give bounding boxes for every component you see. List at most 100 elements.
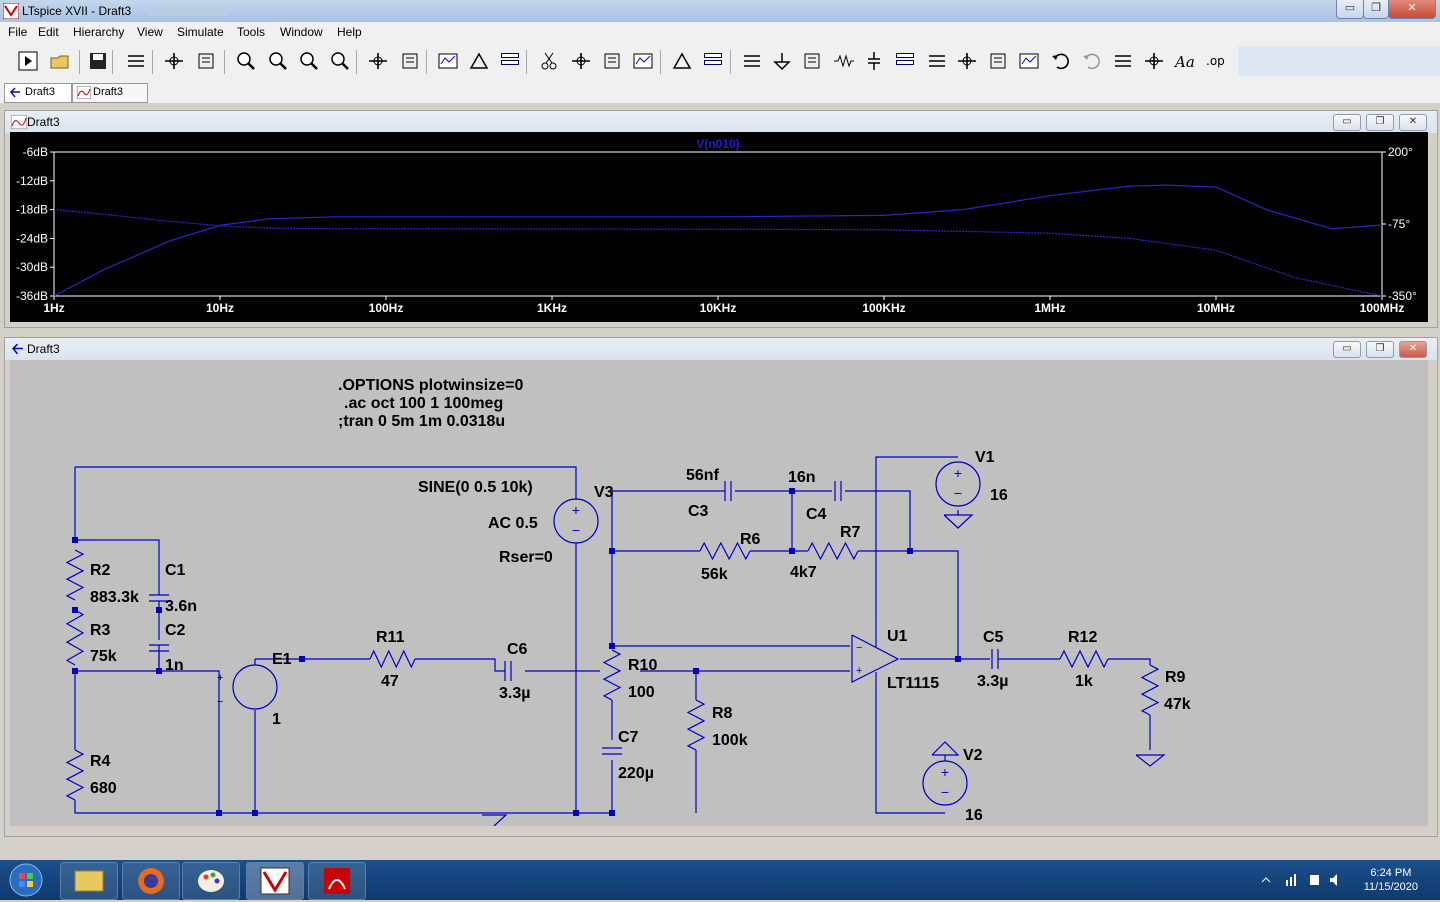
schematic-maximize-button[interactable]: ❐ (1366, 341, 1394, 358)
firefox-icon[interactable] (122, 862, 180, 900)
save-icon[interactable] (86, 50, 110, 72)
drag-icon[interactable] (1017, 50, 1041, 72)
component-label-r11v[interactable]: 47 (381, 673, 399, 690)
start-orb-icon[interactable] (4, 861, 48, 899)
component-label-v2v[interactable]: 16 (965, 807, 983, 824)
component-label-c5[interactable]: C5 (983, 629, 1004, 646)
minimize-button[interactable]: ▭ (1336, 0, 1364, 19)
print-icon[interactable] (670, 50, 694, 72)
waveform-icon[interactable] (398, 50, 422, 72)
menu-hierarchy[interactable]: Hierarchy (73, 25, 125, 39)
component-label-u1[interactable]: U1 (887, 628, 908, 645)
paste-icon[interactable] (600, 50, 624, 72)
text-icon[interactable]: Aa (1173, 50, 1197, 72)
cut-icon[interactable] (537, 50, 561, 72)
component-label-c5v[interactable]: 3.3µ (977, 673, 1008, 690)
component-label-c7v[interactable]: 220µ (618, 765, 654, 782)
component-label-e1v[interactable]: 1 (272, 711, 281, 728)
menu-simulate[interactable]: Simulate (177, 25, 224, 39)
component-label-c6[interactable]: C6 (507, 641, 528, 658)
copy-icon[interactable] (569, 50, 593, 72)
component-label-c7[interactable]: C7 (618, 729, 639, 746)
acrobat-icon[interactable] (308, 862, 366, 900)
redo-icon[interactable] (1080, 50, 1104, 72)
plot-minimize-button[interactable]: ▭ (1333, 114, 1361, 131)
component-label-r4v[interactable]: 680 (90, 780, 117, 797)
phase-trace[interactable] (53, 209, 1383, 297)
diode-icon[interactable] (925, 50, 949, 72)
capacitor-icon[interactable] (862, 50, 886, 72)
component-label-r6[interactable]: R6 (740, 531, 761, 548)
open-icon[interactable] (48, 50, 72, 72)
component-label-r9v[interactable]: 47k (1164, 696, 1191, 713)
component-label-r3[interactable]: R3 (90, 622, 111, 639)
component-label-r7v[interactable]: 4k7 (790, 564, 817, 581)
spice-directive[interactable]: .ac oct 100 1 100meg (344, 395, 503, 412)
menu-edit[interactable]: Edit (38, 25, 59, 39)
component-label-r2[interactable]: R2 (90, 562, 111, 579)
close-button[interactable]: ✕ (1388, 0, 1436, 19)
ltspice-icon[interactable] (246, 862, 304, 900)
menu-window[interactable]: Window (280, 25, 323, 39)
trace-label[interactable]: V(n010) (696, 137, 739, 151)
component-label-r9[interactable]: R9 (1165, 669, 1186, 686)
paint-icon[interactable] (182, 862, 240, 900)
plot-close-button[interactable]: ✕ (1399, 114, 1427, 131)
resistor-icon[interactable] (832, 50, 856, 72)
bode-plot[interactable]: -6dB-12dB-18dB-24dB-30dB-36dB200°-75°-35… (10, 132, 1428, 322)
autorange-icon[interactable] (366, 50, 390, 72)
component-label-v3rser[interactable]: Rser=0 (499, 549, 553, 566)
spice-directive[interactable]: .OPTIONS plotwinsize=0 (338, 377, 523, 394)
component-label-e1[interactable]: E1 (272, 651, 292, 668)
find-icon[interactable] (631, 50, 655, 72)
move-icon[interactable] (986, 50, 1010, 72)
schematic-close-button[interactable]: ✕ (1399, 341, 1427, 358)
tab-waveform[interactable]: Draft3 (72, 83, 148, 103)
file-explorer-icon[interactable] (60, 862, 118, 900)
print-setup-icon[interactable] (701, 50, 725, 72)
component-label-c1v[interactable]: 3.6n (165, 598, 197, 615)
menu-help[interactable]: Help (337, 25, 362, 39)
component-label-v3ac[interactable]: AC 0.5 (488, 515, 538, 532)
component-label-v1[interactable]: V1 (975, 449, 995, 466)
plot-maximize-button[interactable]: ❐ (1366, 114, 1394, 131)
undo-icon[interactable] (1049, 50, 1073, 72)
component-label-r7[interactable]: R7 (840, 524, 861, 541)
component-label-c4v[interactable]: 16n (788, 469, 816, 486)
component-label-r6v[interactable]: 56k (701, 566, 728, 583)
control-panel-icon[interactable] (124, 50, 148, 72)
mirror-icon[interactable] (1142, 50, 1166, 72)
component-label-c1[interactable]: C1 (165, 562, 186, 579)
component-label-r4[interactable]: R4 (90, 753, 111, 770)
component-label-c3v[interactable]: 56nf (686, 467, 720, 484)
zoom-pan-icon[interactable] (266, 50, 290, 72)
clock[interactable]: 6:24 PM 11/15/2020 (1364, 866, 1418, 894)
cascade-icon[interactable] (498, 50, 522, 72)
menu-view[interactable]: View (137, 25, 163, 39)
halt-icon[interactable] (162, 50, 186, 72)
component-label-r3v[interactable]: 75k (90, 648, 117, 665)
menu-tools[interactable]: Tools (237, 25, 266, 39)
maximize-button[interactable]: ❐ (1363, 0, 1389, 19)
component-label-r12v[interactable]: 1k (1075, 673, 1093, 690)
component-label-v1v[interactable]: 16 (990, 487, 1008, 504)
component-label-r10v[interactable]: 100 (628, 684, 655, 701)
zoom-fit-icon[interactable] (328, 50, 352, 72)
component-label-r11[interactable]: R11 (376, 629, 405, 646)
ground-icon[interactable] (770, 50, 794, 72)
component-label-c2[interactable]: C2 (165, 622, 186, 639)
component-label-r2v[interactable]: 883.3k (90, 589, 139, 606)
pan-hand-icon[interactable] (194, 50, 218, 72)
component-label-v3[interactable]: V3 (594, 484, 614, 501)
component-icon[interactable] (955, 50, 979, 72)
spice-directive[interactable]: ;tran 0 5m 1m 0.0318u (338, 413, 505, 430)
component-label-v2[interactable]: V2 (963, 747, 983, 764)
tile-horizontal-icon[interactable] (436, 50, 460, 72)
component-label-c3[interactable]: C3 (688, 503, 709, 520)
component-label-u1v[interactable]: LT1115 (887, 675, 939, 692)
wire-icon[interactable] (740, 50, 764, 72)
magnitude-trace[interactable] (53, 184, 1383, 297)
